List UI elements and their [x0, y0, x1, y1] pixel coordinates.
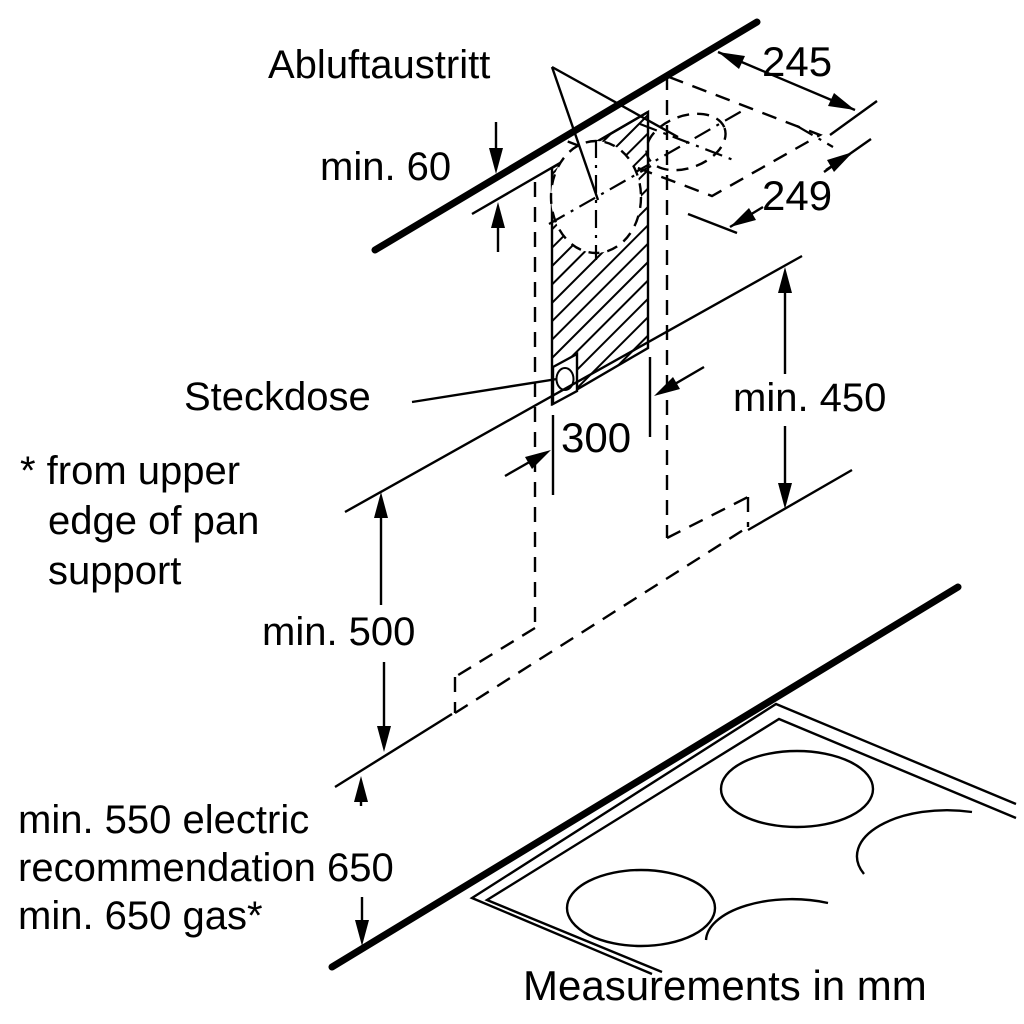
- dim-min450-arrows: [778, 267, 792, 509]
- duct-width-dimension: 249: [762, 172, 833, 219]
- ceiling-centerlines: [633, 110, 834, 174]
- hood-bottom-reference-line: [344, 254, 803, 514]
- witness-lines: [551, 100, 878, 495]
- air-outlet-label: Abluftaustritt: [268, 43, 491, 87]
- footnote-line-3: support: [48, 549, 182, 593]
- dim-min60-arrows: [489, 122, 505, 252]
- dim-245-arrow: [717, 50, 856, 112]
- dim-min500-arrows: [374, 492, 391, 752]
- units-note: Measurements in mm: [523, 962, 927, 1009]
- wall-top-line: [371, 18, 761, 254]
- dim-hob-clearance-arrows: [354, 776, 369, 946]
- footnote-line-2: edge of pan: [48, 499, 260, 543]
- ceiling-duct-outline: [560, 75, 823, 198]
- footnote-line-1: * from upper: [20, 449, 241, 493]
- burner-bottom-partial: [704, 897, 829, 941]
- socket-leader: [411, 377, 558, 404]
- dim-249-arrow: [729, 152, 853, 229]
- socket-label: Steckdose: [184, 375, 371, 419]
- wall-hole-centerlines: [548, 140, 652, 260]
- hob-clearance-line-2: recommendation 650: [18, 846, 394, 890]
- dim-300-arrows: [504, 365, 705, 478]
- burner-left: [565, 868, 717, 948]
- bracket-width-dimension: 300: [561, 414, 632, 461]
- hob-clearance-line-1: min. 550 electric: [18, 798, 310, 842]
- ceiling-gap-dimension: min. 60: [320, 145, 452, 189]
- shelf-reference-line-right: [747, 468, 853, 532]
- hob-top-line: [328, 583, 962, 971]
- hob-clearance-line-3: min. 650 gas*: [18, 894, 263, 938]
- hood-dashed-outline: [453, 75, 750, 715]
- cooktop-outline: [469, 702, 1017, 976]
- cooktop-burners: [565, 749, 973, 948]
- air-outlet-leaders: [550, 65, 679, 201]
- hood-bottom-clearance-dimension: min. 500: [262, 610, 416, 654]
- hood-front-reference-line: [334, 712, 453, 789]
- burner-right-partial: [855, 808, 973, 875]
- shelf-clearance-dimension: min. 450: [733, 376, 887, 420]
- burner-top: [719, 749, 875, 829]
- duct-depth-dimension: 245: [762, 38, 833, 85]
